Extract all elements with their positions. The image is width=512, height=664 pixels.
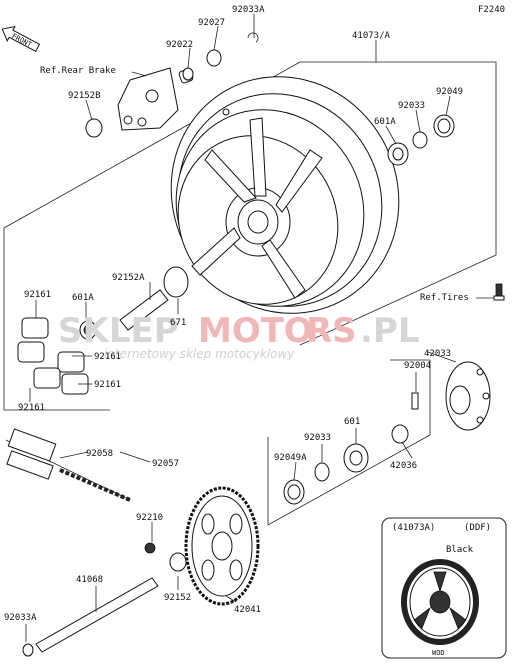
inset-code: (DDF) — [464, 523, 491, 533]
watermark-part1: SKLEP — [58, 311, 179, 351]
label-92058: 92058 — [86, 449, 113, 459]
watermark-tagline: internetowy sklep motocyklowy — [104, 347, 295, 361]
leader-lines — [25, 14, 494, 642]
label-92033-mid: 92033 — [304, 433, 331, 443]
inset-part: (41073A) — [392, 523, 435, 533]
label-ref-rear-brake: Ref.Rear Brake — [40, 66, 116, 76]
label-92033a-bottom: 92033A — [4, 613, 37, 623]
label-92049-top: 92049 — [436, 87, 463, 97]
collar-92022 — [182, 67, 194, 81]
label-92161-c: 92161 — [94, 380, 121, 390]
label-41068: 41068 — [76, 575, 103, 585]
label-601a-top: 601A — [374, 117, 396, 127]
sprocket-hub — [445, 361, 491, 431]
label-92161-a: 92161 — [24, 290, 51, 300]
label-92152: 92152 — [164, 593, 191, 603]
label-ref-tires: Ref.Tires — [420, 293, 469, 303]
label-92057: 92057 — [152, 459, 179, 469]
damper-rubbers — [17, 317, 89, 395]
label-92004: 92004 — [404, 361, 431, 371]
watermark-part2: MOTO — [198, 311, 313, 351]
watermark-part4: .PL — [360, 311, 420, 351]
label-42041: 42041 — [234, 605, 261, 615]
part-labels: 92033A 92022 92027 41073/A Ref.Rear Brak… — [4, 5, 469, 623]
collar-92027 — [206, 49, 222, 67]
circlip-92033a-top — [247, 32, 259, 43]
label-92049a: 92049A — [274, 453, 307, 463]
label-92210: 92210 — [136, 513, 163, 523]
label-601a-left: 601A — [72, 293, 94, 303]
inset-wheel — [401, 559, 479, 645]
label-671: 671 — [170, 318, 186, 328]
stud-92004 — [411, 392, 419, 410]
brake-bracket — [117, 67, 194, 131]
label-41073a: 41073/A — [352, 31, 391, 41]
tire-valve-icon — [493, 283, 505, 301]
explode-frame — [3, 61, 497, 526]
inset-color: Black — [446, 545, 474, 555]
collar-42036 — [391, 424, 409, 444]
label-601: 601 — [344, 417, 360, 427]
label-92152a: 92152A — [112, 273, 145, 283]
watermark-part3: RS — [306, 311, 357, 351]
circlip-92033a-bottom — [22, 643, 34, 657]
label-42033: 42033 — [424, 349, 451, 359]
diagram-code: F2240 — [478, 5, 505, 15]
inset-note: WOD — [432, 649, 445, 657]
label-92152b: 92152B — [68, 91, 101, 101]
label-92161-b: 92161 — [94, 352, 121, 362]
label-92033a-top: 92033A — [232, 5, 265, 15]
drive-chain — [5, 428, 131, 502]
circlip-92033-top — [412, 131, 428, 149]
collar-92152b — [85, 118, 103, 138]
nut-92210 — [144, 542, 156, 554]
label-92161-d: 92161 — [18, 403, 45, 413]
spacer-92152a — [119, 289, 169, 331]
collar-92152 — [169, 552, 187, 572]
label-92033-top: 92033 — [398, 101, 425, 111]
label-92027: 92027 — [198, 18, 225, 28]
label-42036: 42036 — [390, 461, 417, 471]
watermark: SKLEP MOTO RS .PL internetowy sklep moto… — [58, 311, 420, 361]
rear-wheel — [170, 76, 400, 314]
inset-variant: (41073A) (DDF) Black WOD — [381, 517, 507, 659]
circlip-92033-mid — [314, 462, 330, 482]
rear-sprocket — [184, 486, 260, 606]
o-ring-671 — [163, 266, 189, 298]
label-92022: 92022 — [166, 40, 193, 50]
axle-41068 — [35, 577, 159, 653]
front-arrow-icon: FRONT — [1, 26, 41, 53]
